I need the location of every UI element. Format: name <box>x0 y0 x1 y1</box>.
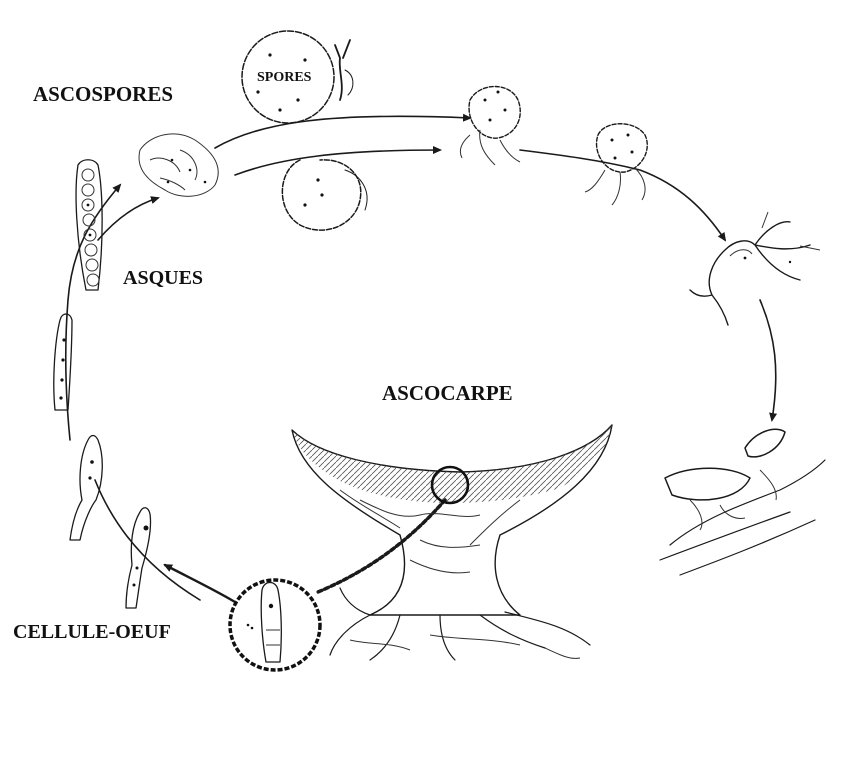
arrow-top-upper <box>214 113 472 149</box>
arrow-into-cellule <box>163 563 237 604</box>
developing-ascus-3 <box>125 507 152 609</box>
arrow-bottom-left <box>94 479 201 601</box>
ascus-fragment-top <box>138 133 219 197</box>
developing-ascus-1 <box>53 313 73 411</box>
label-asques: ASQUES <box>123 267 204 289</box>
ascus-chain <box>75 159 103 291</box>
germinating-spore-2 <box>584 123 648 206</box>
spore-circle-top <box>241 30 354 124</box>
arrow-asques-inner <box>97 196 160 241</box>
label-ascocarpe: ASCOCARPE <box>382 381 513 405</box>
arrow-top-right <box>519 149 727 242</box>
zoom-circle-hymenium <box>430 465 470 505</box>
cycle-arrows <box>65 113 778 604</box>
germinating-spore-1 <box>459 85 521 166</box>
apothecium-on-substrate <box>659 428 826 576</box>
branching-hypha <box>689 211 821 326</box>
developing-ascus-2 <box>69 434 103 541</box>
ascocarp <box>291 424 613 661</box>
arrow-left-ascending <box>65 183 122 441</box>
label-ascospores: ASCOSPORES <box>33 82 174 106</box>
spore-circle-middle <box>281 159 368 231</box>
label-spores: SPORES <box>257 70 312 85</box>
arrow-top-lower <box>234 146 442 176</box>
label-cellule-oeuf: CELLULE-OEUF <box>13 621 171 643</box>
arrow-right-descending <box>759 299 778 422</box>
cellule-oeuf-circle <box>228 578 322 672</box>
